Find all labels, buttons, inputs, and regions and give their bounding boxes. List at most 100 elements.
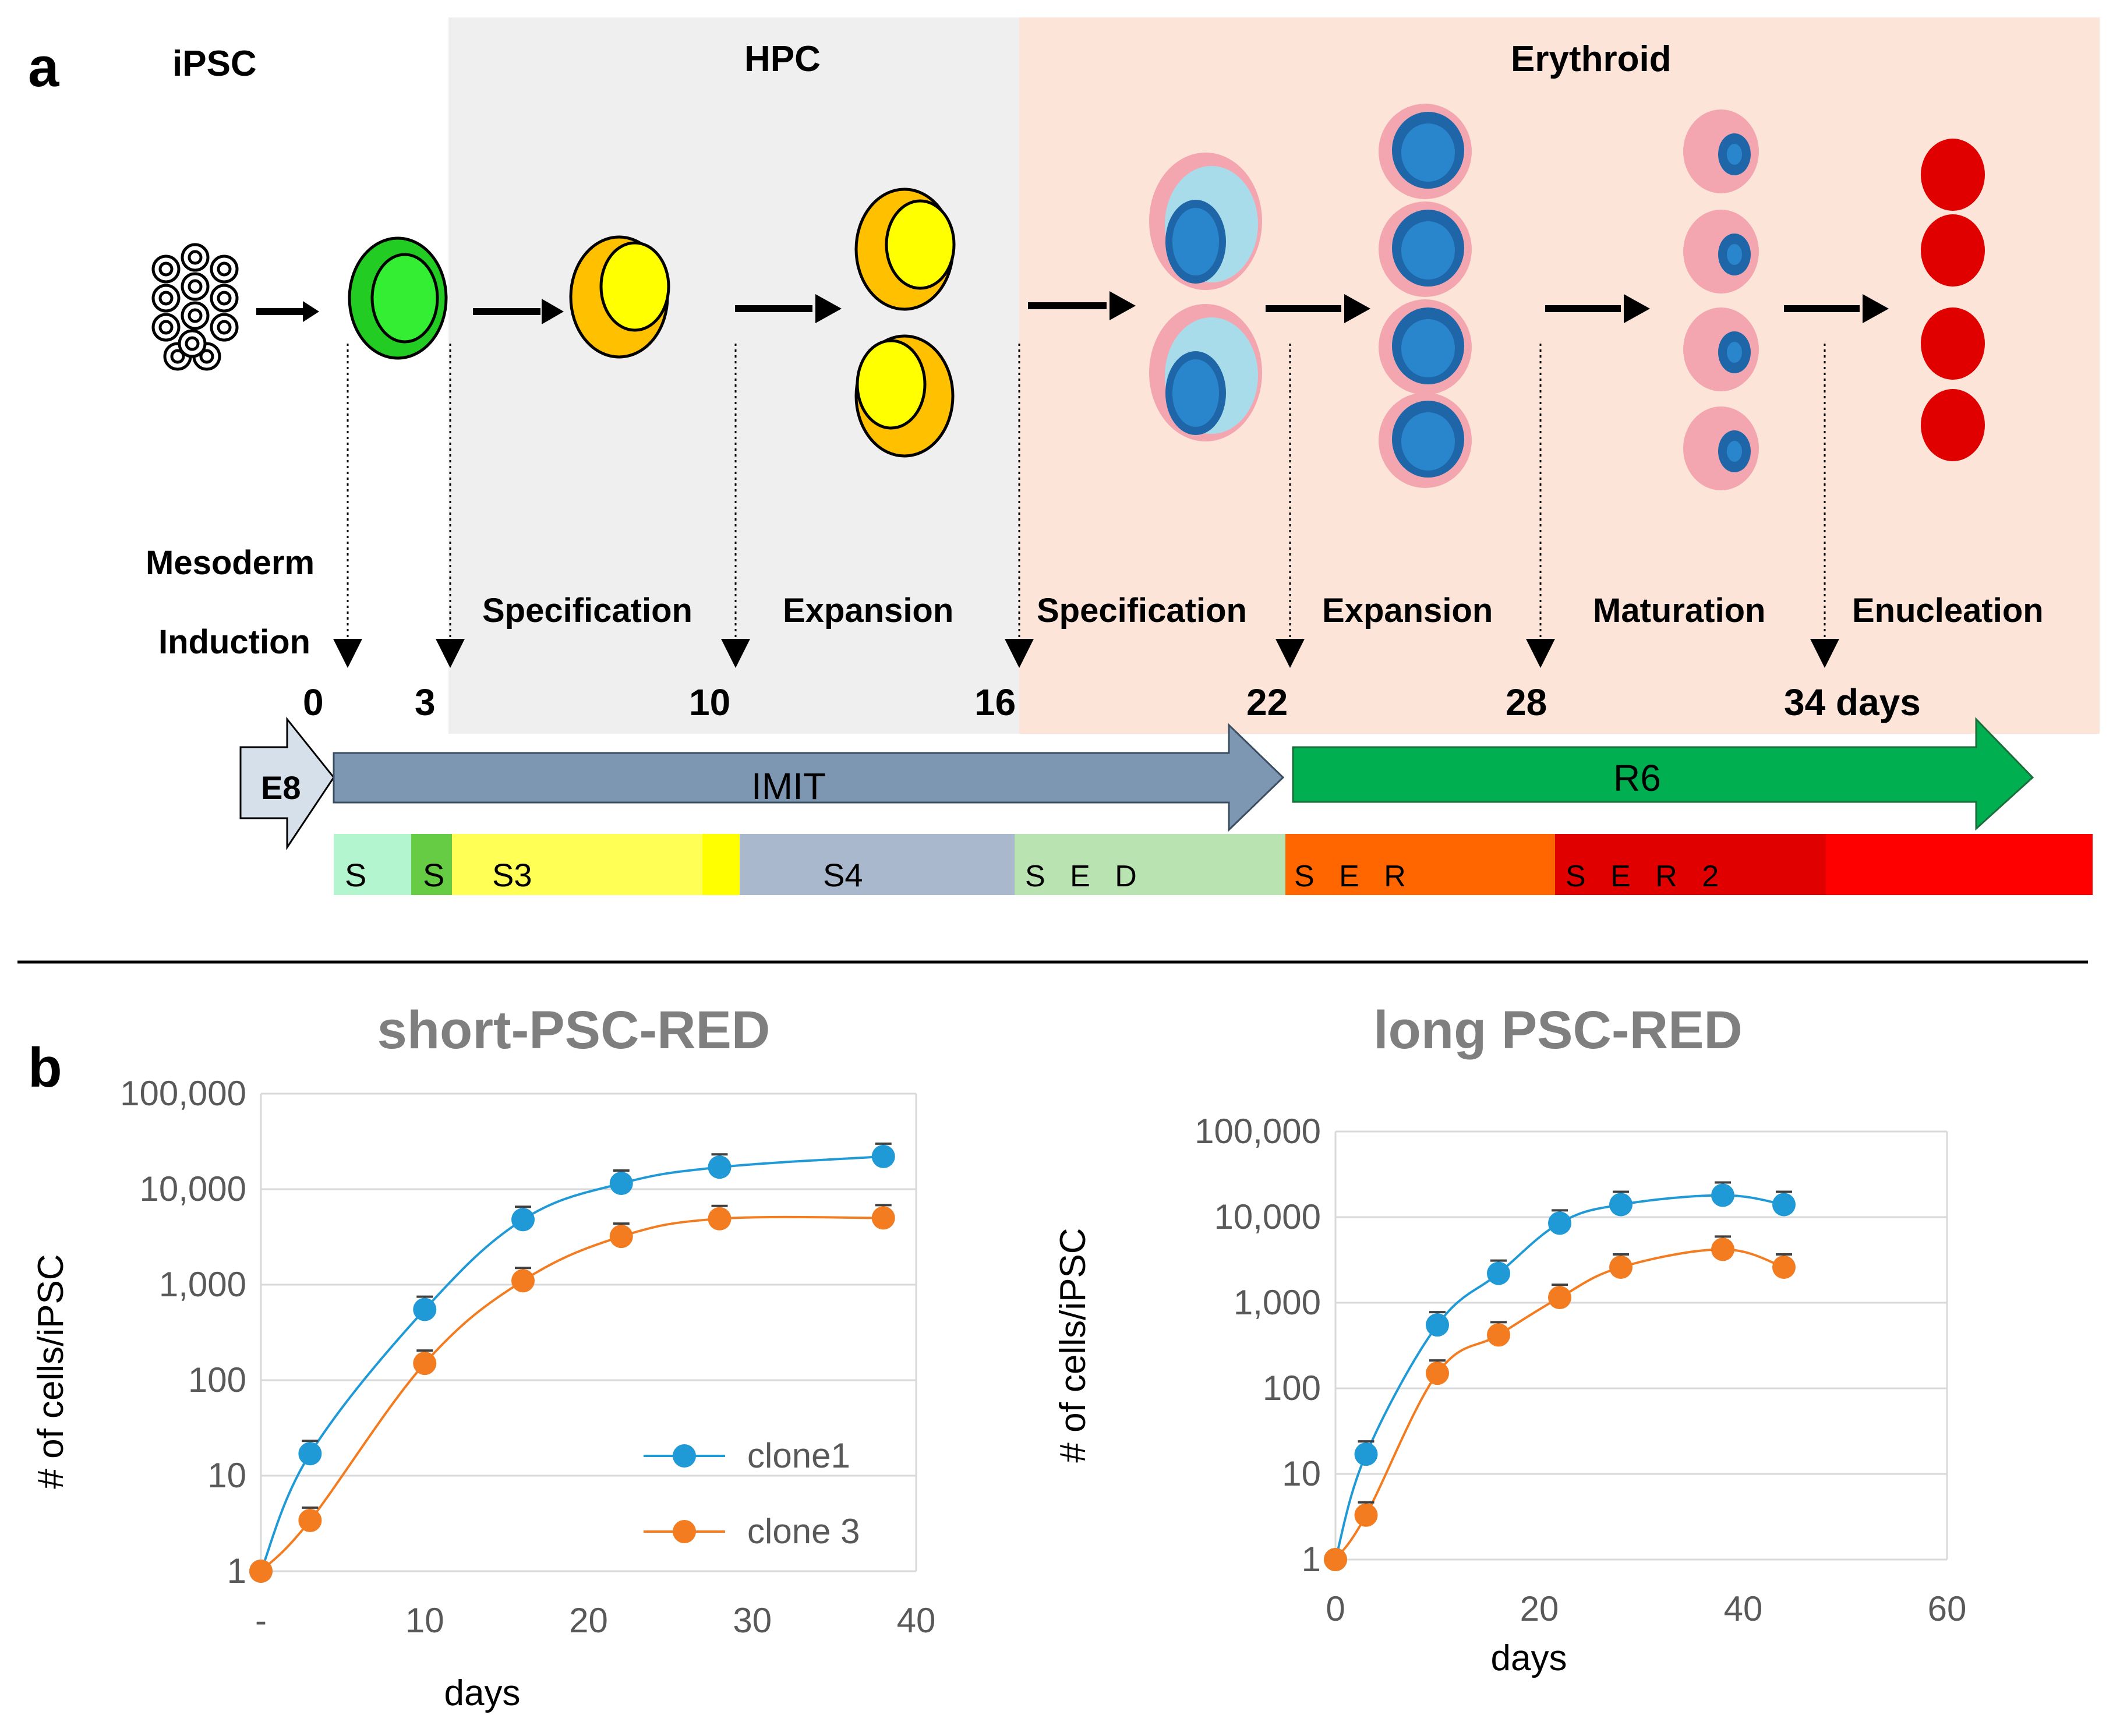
timeline-dotted-lines: [347, 344, 1826, 646]
chart2-series-1-point: [1772, 1193, 1796, 1217]
stage-s4: [740, 834, 1015, 895]
chart1-xlabel: days: [444, 1673, 521, 1713]
maturation-cells-icon: [1683, 109, 1759, 490]
chart1-series-2-point: [708, 1207, 732, 1231]
chart1-ytick: 10: [207, 1456, 246, 1495]
progression-arrowheads: [303, 291, 1889, 324]
phase-erythroid-expansion: Expansion: [1322, 592, 1493, 630]
chart2-xtick: 40: [1724, 1589, 1763, 1628]
stage-s1: [334, 834, 411, 895]
day-34: 34 days: [1784, 681, 1921, 723]
chart1-series-2-point: [298, 1508, 322, 1532]
chart2-ytick: 1: [1302, 1540, 1321, 1579]
chart2-ytick: 1,000: [1234, 1283, 1321, 1322]
panel-a-label: a: [28, 36, 59, 98]
panel-b-label: b: [28, 1037, 62, 1099]
ipsc-cluster-icon: [151, 243, 239, 371]
chart2-series-1-point: [1609, 1193, 1633, 1217]
red-blood-cells-icon: [1921, 139, 1985, 461]
chart2-series-2-point: [1548, 1286, 1571, 1310]
stage-s1-label: S: [345, 857, 366, 893]
phase-erythroid-specification: Specification: [1037, 592, 1247, 630]
chart1-ytick: 1,000: [159, 1265, 246, 1304]
chart1-legend: clone1 clone 3: [644, 1436, 860, 1551]
chart1-series-1-line: [260, 1155, 884, 1572]
hpc-spec-cell-icon: [569, 235, 670, 359]
chart2-ylabel: # of cells/iPSC: [1053, 1228, 1093, 1462]
chart2-series-2-point: [1426, 1362, 1449, 1385]
day-16: 16: [974, 681, 1016, 723]
chart1-xtick: 20: [569, 1601, 608, 1640]
chart2-series-1-point: [1426, 1313, 1449, 1337]
chart2-series-2-point: [1487, 1323, 1510, 1347]
chart2-series-2-point: [1324, 1548, 1347, 1571]
stage-s3: [452, 834, 702, 895]
mesoderm-cell-icon: [348, 236, 448, 360]
chart1-xtick: -: [255, 1601, 267, 1640]
phase-maturation: Maturation: [1593, 592, 1765, 630]
chart2-xtick: 60: [1928, 1589, 1967, 1628]
stage-ser2-label: S E R 2: [1566, 860, 1727, 893]
chart1-series-1-point: [511, 1208, 535, 1232]
chart2-xtick: 0: [1326, 1589, 1345, 1628]
lineage-hpc: HPC: [744, 39, 821, 79]
erythroid-spec-cells-icon: [1149, 153, 1262, 441]
chart1-series-2-point: [871, 1206, 895, 1230]
e8-label: E8: [261, 769, 301, 806]
chart2-series-1-point: [1548, 1211, 1571, 1235]
legend-clone3-marker: [673, 1520, 696, 1543]
chart1-title: short-PSC-RED: [377, 1000, 771, 1060]
chart-short-psc-red: short-PSC-RED # of cells/iPSC days 1 10 10…: [31, 1000, 935, 1713]
chart1-series-2-point: [249, 1560, 273, 1583]
stage-s3-label: S3: [492, 857, 532, 893]
e8-arrow: [239, 716, 335, 850]
phase-enucleation: Enucleation: [1852, 592, 2044, 630]
stage-s2: [411, 834, 452, 895]
hpc-expansion-cells-icon: [854, 188, 956, 458]
legend-clone3: clone 3: [747, 1512, 860, 1551]
chart1-ylabel: # of cells/iPSC: [31, 1254, 71, 1488]
chart2-ytick: 100: [1263, 1369, 1321, 1408]
chart2-series-1-point: [1354, 1442, 1378, 1466]
chart1-series-1-point: [871, 1144, 895, 1168]
stage-s2-label: S: [423, 857, 444, 893]
day-28: 28: [1506, 681, 1547, 723]
lineage-erythroid: Erythroid: [1511, 39, 1672, 79]
chart2-series-1-point: [1711, 1183, 1734, 1207]
day-3: 3: [415, 681, 436, 723]
chart1-series-2-point: [413, 1352, 437, 1376]
r6-label: R6: [1613, 757, 1661, 799]
day-labels: 0 3 10 16 22 28 34 days: [303, 681, 1921, 723]
chart2-ytick: 10,000: [1214, 1197, 1321, 1236]
chart2-ytick: 100,000: [1195, 1112, 1321, 1151]
stage-ser: [1285, 834, 1555, 895]
phase-hpc-expansion: Expansion: [783, 592, 953, 630]
chart1-series-1-point: [298, 1442, 322, 1466]
chart2-series-2-point: [1609, 1255, 1633, 1279]
chart1-series-1-point: [708, 1155, 732, 1179]
chart1-ytick: 1: [227, 1551, 246, 1590]
chart1-ytick: 10,000: [139, 1169, 246, 1208]
chart2-series-2-line: [1334, 1248, 1785, 1561]
legend-clone1: clone1: [747, 1436, 850, 1475]
chart1-ytick: 100,000: [120, 1074, 246, 1113]
imit-label: IMIT: [751, 765, 826, 807]
stage-ser2: [1555, 834, 1826, 895]
chart2-xlabel: days: [1491, 1638, 1567, 1678]
day-0: 0: [303, 681, 324, 723]
day-22: 22: [1246, 681, 1288, 723]
stage-sed-label: S E D: [1025, 860, 1145, 893]
timeline-markers: [333, 639, 1839, 668]
chart1-series-1-point: [609, 1172, 633, 1196]
imit-arrow: [333, 723, 1285, 832]
day-10: 10: [689, 681, 730, 723]
chart1-xtick: 10: [405, 1601, 444, 1640]
legend-clone1-marker: [673, 1444, 696, 1468]
chart1-series-2-point: [609, 1225, 633, 1249]
chart2-ytick: 10: [1282, 1454, 1321, 1493]
stage-bar: S S S3 S4 S E D S E R S E R 2: [334, 834, 2093, 895]
chart2-series-2-point: [1711, 1238, 1734, 1261]
chart2-series-1-point: [1487, 1261, 1510, 1285]
stage-s3b: [702, 834, 740, 895]
phase-hpc-specification: Specification: [482, 592, 692, 630]
